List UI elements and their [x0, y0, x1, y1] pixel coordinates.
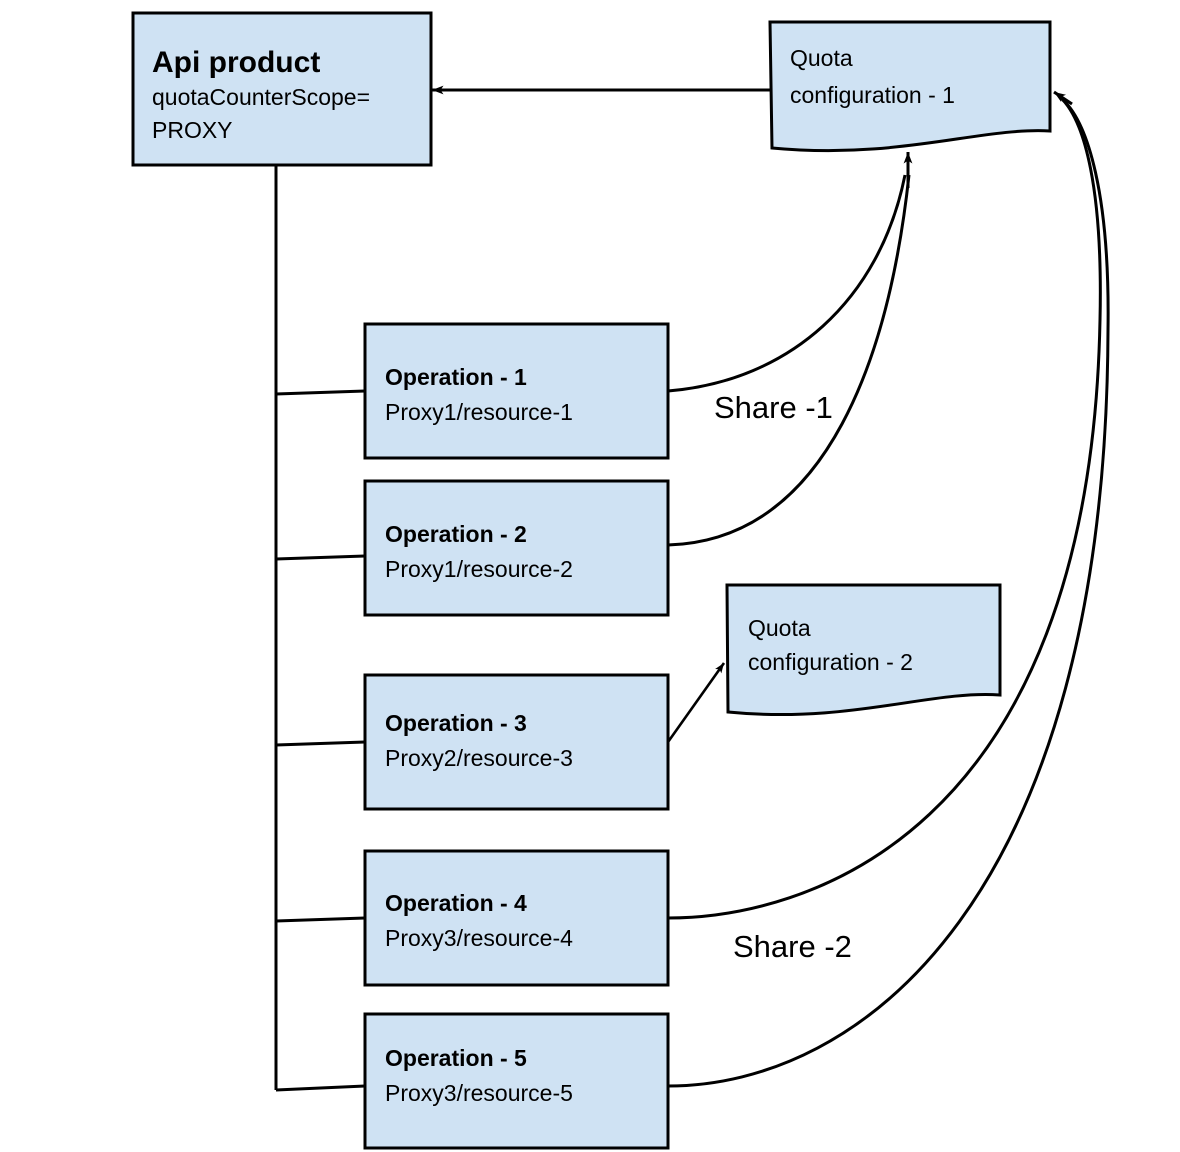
node-operation-5[interactable]: Operation - 5 Proxy3/resource-5 — [363, 1012, 670, 1150]
node-quota-configuration-1[interactable]: Quota configuration - 1 — [768, 20, 1052, 153]
operation-3-title: Operation - 3 — [385, 710, 527, 736]
node-quota-configuration-2[interactable]: Quota configuration - 2 — [725, 583, 1002, 717]
operation-5-resource: Proxy3/resource-5 — [385, 1080, 573, 1106]
operation-3-box[interactable] — [363, 673, 670, 811]
edge-operation-5-to-quota1 — [667, 97, 1110, 1088]
quota-configuration-2-line-1: Quota — [748, 615, 811, 641]
tree-branch-operation-3 — [275, 740, 366, 747]
quota-configuration-1-line-2: configuration - 1 — [790, 82, 955, 108]
operation-1-box[interactable] — [363, 322, 670, 460]
edge-operation-3-to-quota2 — [666, 662, 726, 743]
operation-1-title: Operation - 1 — [385, 364, 527, 390]
tree-branch-operation-5 — [275, 1084, 366, 1092]
operation-3-resource: Proxy2/resource-3 — [385, 745, 573, 771]
node-operation-4[interactable]: Operation - 4 Proxy3/resource-4 — [363, 849, 670, 987]
api-product-detail-line-2: PROXY — [152, 117, 233, 143]
operation-5-title: Operation - 5 — [385, 1045, 527, 1071]
edge-operation-4-to-quota1 — [667, 95, 1102, 920]
node-operation-3[interactable]: Operation - 3 Proxy2/resource-3 — [363, 673, 670, 811]
operation-4-resource: Proxy3/resource-4 — [385, 925, 573, 951]
node-operation-1[interactable]: Operation - 1 Proxy1/resource-1 — [363, 322, 670, 460]
api-product-detail-line-1: quotaCounterScope= — [152, 84, 370, 110]
api-product-box[interactable] — [131, 11, 433, 167]
operation-2-title: Operation - 2 — [385, 521, 527, 547]
quota-configuration-1-line-1: Quota — [790, 45, 853, 71]
edge-operation-2-to-quota1 — [667, 174, 911, 547]
share-1-edges — [667, 152, 913, 547]
quota-configuration-2-line-2: configuration - 2 — [748, 649, 913, 675]
tree-branch-operation-1 — [275, 389, 366, 396]
api-product-title: Api product — [152, 46, 320, 79]
quota-configuration-2-box[interactable] — [725, 583, 1002, 717]
node-operation-2[interactable]: Operation - 2 Proxy1/resource-2 — [363, 479, 670, 617]
operation-4-title: Operation - 4 — [385, 890, 527, 916]
edge-label-share-2: Share -2 — [733, 929, 852, 964]
node-api-product[interactable]: Api product quotaCounterScope= PROXY — [131, 11, 433, 167]
operation-2-box[interactable] — [363, 479, 670, 617]
edge-operation-1-to-quota1 — [667, 174, 907, 393]
operation-5-box[interactable] — [363, 1012, 670, 1150]
tree-branch-operation-4 — [275, 916, 366, 923]
quota-configuration-1-box[interactable] — [768, 20, 1052, 153]
share-2-arrowhead-stem — [1053, 90, 1073, 106]
operation-2-resource: Proxy1/resource-2 — [385, 556, 573, 582]
operation-1-resource: Proxy1/resource-1 — [385, 399, 573, 425]
operation-4-box[interactable] — [363, 849, 670, 987]
share-2-edges — [667, 90, 1110, 1088]
product-to-operations-tree — [274, 165, 366, 1092]
tree-branch-operation-2 — [275, 554, 366, 561]
edge-label-share-1: Share -1 — [714, 390, 833, 425]
